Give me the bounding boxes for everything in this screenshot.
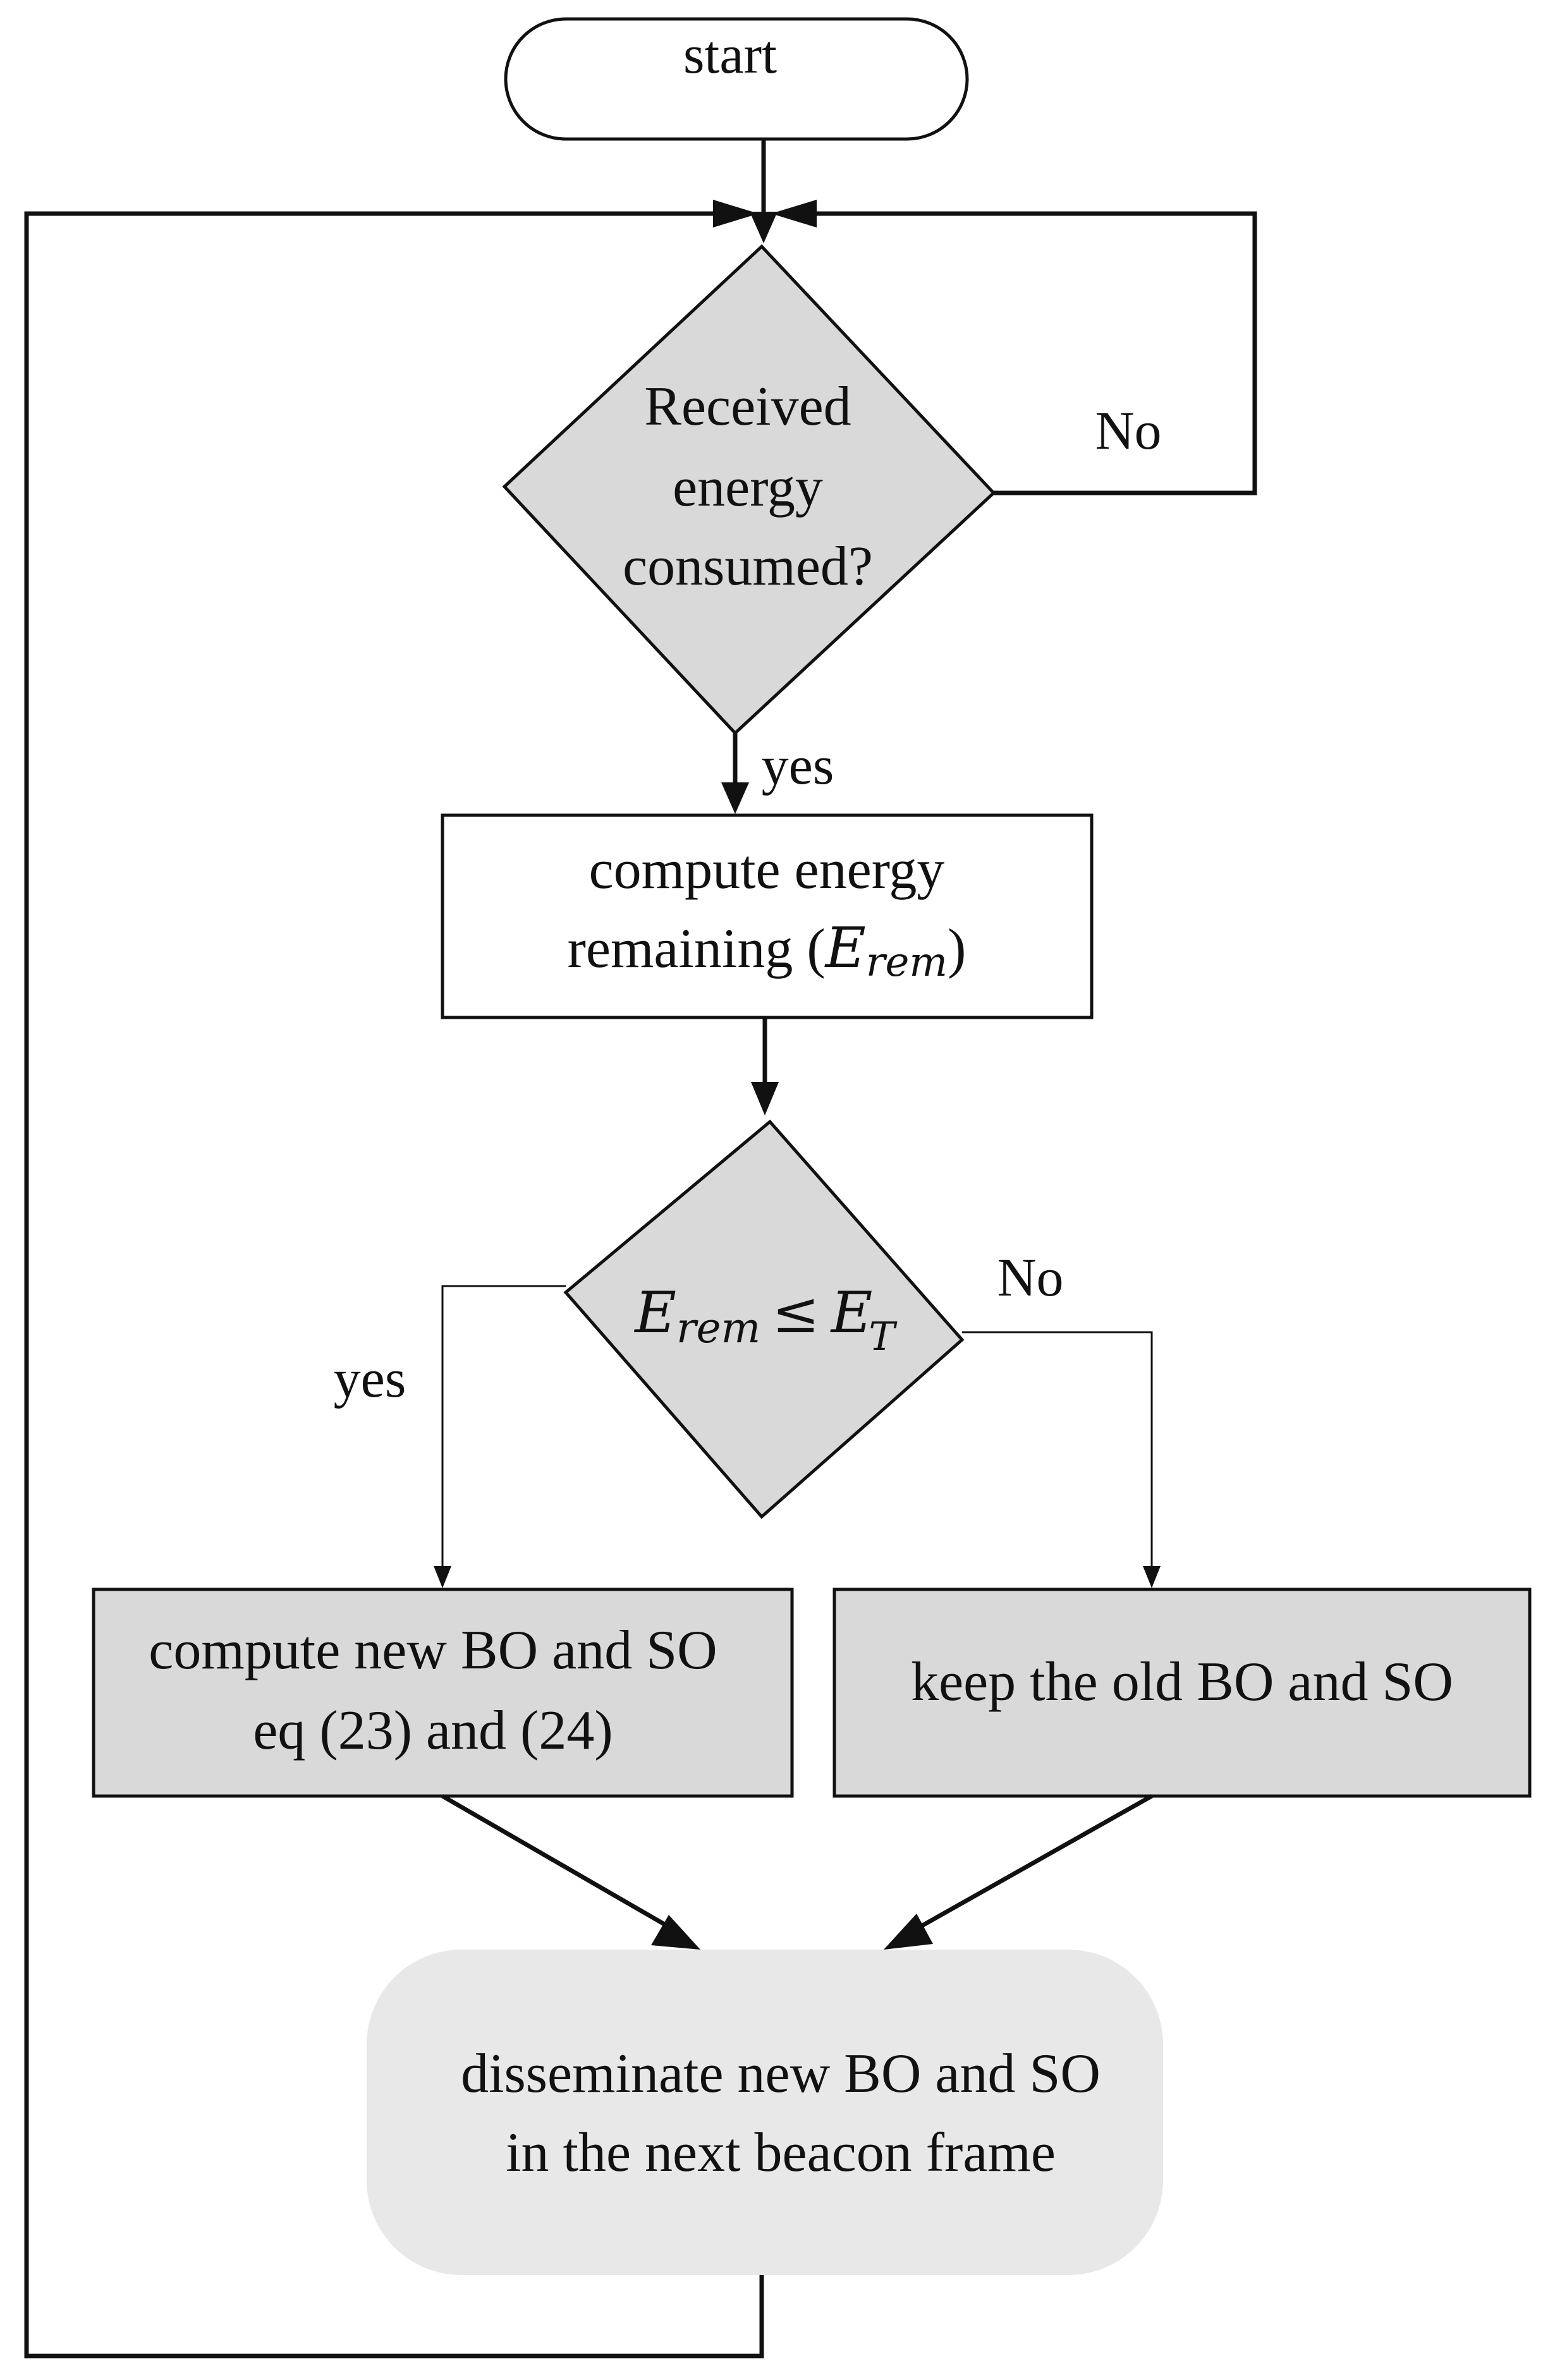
threshold-decision: Erem≤ET <box>563 1119 965 1519</box>
edge-threshold-yes <box>434 1285 566 1588</box>
threshold-yes-label: yes <box>334 1348 406 1409</box>
disseminate-line-2: in the next beacon frame <box>506 2122 1056 2183</box>
received-energy-line-2: energy <box>673 457 823 518</box>
compute-bo-so-line-2: eq (23) and (24) <box>253 1700 613 1761</box>
edge-received-no <box>771 200 1257 495</box>
compute-bo-so-line-1: compute new BO and SO <box>149 1620 717 1681</box>
edge-start-to-decision <box>750 139 778 243</box>
edge-compute-bo-to-disseminate <box>441 1794 700 1950</box>
disseminate-node: disseminate new BO and SO in the next be… <box>367 1950 1163 2275</box>
keep-bo-so-process: keep the old BO and SO <box>832 1588 1532 1798</box>
compute-energy-process: compute energy remaining (Erem) <box>441 813 1094 1019</box>
start-label: start <box>683 24 777 85</box>
lhs-base: E <box>633 1280 676 1346</box>
received-energy-decision: Received energy consumed? <box>502 244 996 736</box>
edge-keep-bo-to-disseminate <box>884 1794 1153 1950</box>
threshold-no-label: No <box>997 1247 1063 1308</box>
received-no-label: No <box>1095 400 1161 461</box>
keep-bo-so-label: keep the old BO and SO <box>911 1651 1453 1713</box>
edge-threshold-no <box>962 1331 1161 1588</box>
received-energy-line-3: consumed? <box>623 536 873 597</box>
rhs-sub: T <box>869 1313 898 1359</box>
lhs-sub: rem <box>676 1304 760 1352</box>
e-rem-base: E <box>824 915 866 980</box>
e-rem-sub: rem <box>866 939 948 986</box>
compute-energy-suffix: ) <box>948 918 966 980</box>
compute-energy-prefix: remaining ( <box>568 918 826 980</box>
compute-bo-so-process: compute new BO and SO eq (23) and (24) <box>92 1588 794 1798</box>
compute-energy-line-1: compute energy <box>589 839 945 901</box>
rhs-base: E <box>830 1280 873 1346</box>
compute-energy-line-2: remaining (Erem) <box>568 915 967 986</box>
edge-loop-back <box>24 200 764 2359</box>
received-yes-label: yes <box>762 735 834 796</box>
threshold-condition: Erem≤ET <box>633 1280 898 1359</box>
edge-received-yes <box>721 733 749 814</box>
start-node: start <box>504 17 969 141</box>
received-energy-line-1: Received <box>644 376 851 437</box>
disseminate-line-1: disseminate new BO and SO <box>461 2043 1101 2104</box>
edge-compute-to-threshold <box>751 1017 779 1115</box>
leq-operator: ≤ <box>772 1280 819 1346</box>
